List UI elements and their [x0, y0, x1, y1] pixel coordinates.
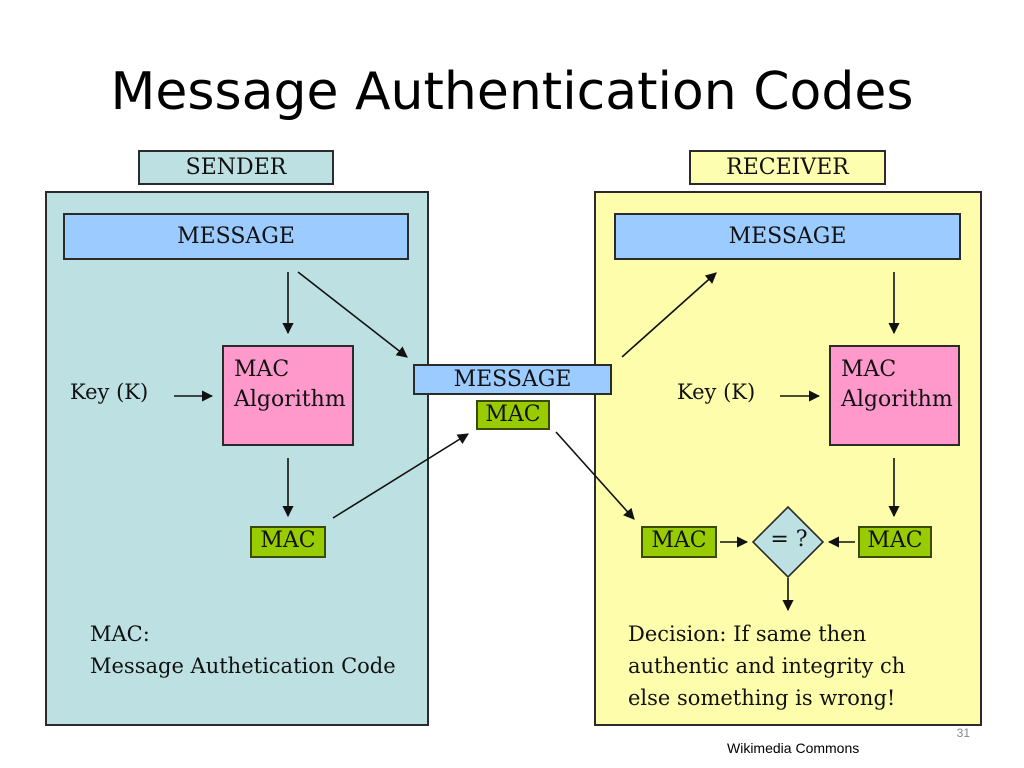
slide-title: Message Authentication Codes — [110, 62, 914, 122]
transmitted-mac-box: MAC — [476, 400, 550, 430]
decision-line3: else something is wrong! — [628, 686, 896, 710]
sender-mac-algorithm-box: MAC Algorithm — [222, 345, 354, 446]
sender-algorithm-line2: Algorithm — [234, 387, 346, 412]
legend-line2: Message Authetication Code — [90, 654, 396, 678]
sender-key-label: Key (K) — [70, 380, 149, 404]
compare-label: = ? — [770, 527, 808, 552]
arrow-message-to-transmit — [297, 271, 408, 358]
mac-legend: MAC: Message Authetication Code — [90, 618, 396, 682]
sender-tag: SENDER — [138, 150, 334, 185]
receiver-computed-mac-box: MAC — [858, 526, 932, 558]
sender-mac-box: MAC — [250, 526, 326, 558]
sender-panel — [45, 191, 429, 726]
receiver-algorithm-line2: Algorithm — [841, 387, 953, 412]
arrow-transmit-mac-to-receiver — [555, 431, 635, 520]
arrow-mac-to-transmit — [332, 433, 469, 519]
transmitted-message-box: MESSAGE — [413, 364, 612, 395]
decision-line1: Decision: If same then — [628, 622, 867, 646]
image-credit: Wikimedia Commons — [727, 740, 860, 756]
receiver-key-label: Key (K) — [677, 380, 756, 404]
sender-algorithm-line1: MAC — [234, 357, 290, 382]
page-number: 31 — [956, 726, 970, 740]
decision-text: Decision: If same then authentic and int… — [628, 618, 980, 714]
receiver-panel — [594, 191, 982, 726]
arrow-transmit-to-receiver-message — [621, 272, 717, 358]
decision-line2: authentic and integrity ch — [628, 654, 906, 678]
receiver-message-box: MESSAGE — [614, 213, 961, 260]
receiver-received-mac-box: MAC — [641, 526, 717, 558]
legend-line1: MAC: — [90, 622, 150, 646]
receiver-algorithm-line1: MAC — [841, 357, 897, 382]
sender-message-box: MESSAGE — [63, 213, 409, 260]
receiver-tag: RECEIVER — [689, 150, 886, 185]
receiver-mac-algorithm-box: MAC Algorithm — [829, 345, 960, 446]
compare-diamond — [751, 505, 825, 579]
